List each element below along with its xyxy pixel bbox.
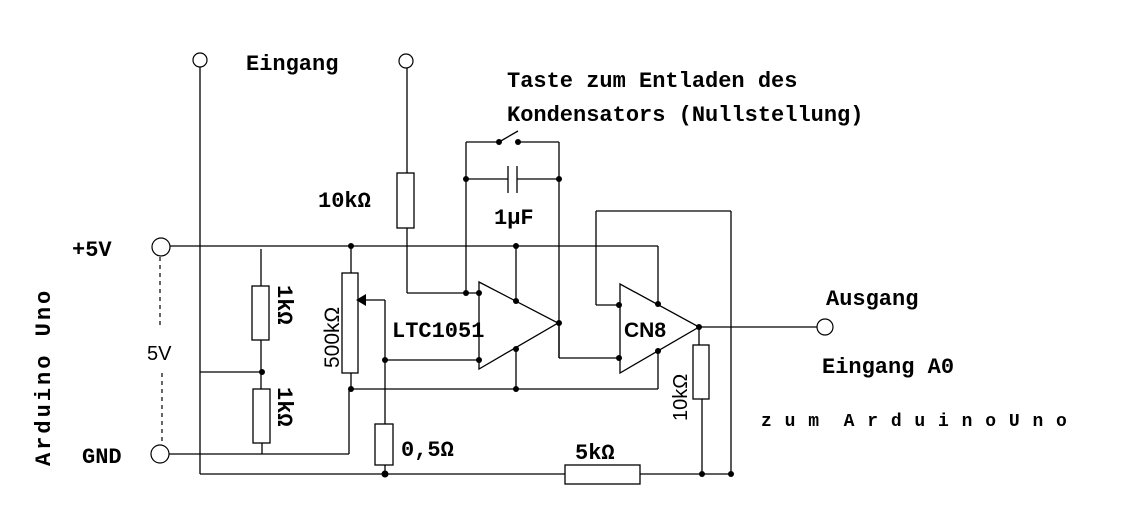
- resistor-1k-bottom: [252, 388, 271, 444]
- label-r-div-bottom: 1kΩ: [271, 387, 296, 427]
- terminal-plus5v: [151, 237, 171, 257]
- label-arduino-input: Eingang A0: [822, 355, 954, 380]
- resistor-5k: [564, 464, 641, 485]
- label-r-shunt: 0,5Ω: [401, 438, 454, 463]
- terminal-input: [398, 53, 414, 69]
- label-button-note-2: Kondensators (Nullstellung): [507, 103, 863, 128]
- label-capacitor: 1μF: [494, 206, 534, 231]
- pot-wiper-arrow: [356, 294, 366, 306]
- resistor-10k-input: [396, 172, 415, 229]
- label-plus5v: +5V: [72, 238, 112, 263]
- label-r-div-top: 1kΩ: [271, 285, 296, 325]
- switch-lever: [498, 130, 519, 143]
- label-output: Ausgang: [826, 287, 918, 312]
- opamp-ltc1051: [478, 280, 560, 371]
- potentiometer-500k: [341, 272, 359, 374]
- label-button-note-1: Taste zum Entladen des: [507, 69, 797, 94]
- label-potentiometer: 500kΩ: [321, 307, 344, 368]
- label-opamp2: CN8: [624, 319, 666, 342]
- terminal-output: [816, 318, 834, 336]
- resistor-shunt: [374, 423, 394, 466]
- resistor-10k-feedback: [692, 344, 710, 400]
- label-input-top: Eingang: [246, 52, 338, 77]
- label-gnd: GND: [82, 445, 122, 470]
- label-r-bottom: 5kΩ: [575, 441, 615, 466]
- resistor-1k-top: [251, 285, 270, 341]
- junction-nodes: [259, 139, 734, 478]
- label-r-input: 10kΩ: [318, 189, 371, 214]
- label-to-arduino: z u m A r d u i n o U n o: [761, 412, 1068, 432]
- label-opamp1: LTC1051: [392, 319, 484, 344]
- terminal-gnd: [150, 444, 170, 464]
- label-r-feedback: 10kΩ: [670, 374, 692, 421]
- label-supply-voltage: 5V: [147, 343, 172, 365]
- label-arduino-side: Arduino Uno: [32, 288, 57, 466]
- terminal-top-left: [192, 52, 208, 68]
